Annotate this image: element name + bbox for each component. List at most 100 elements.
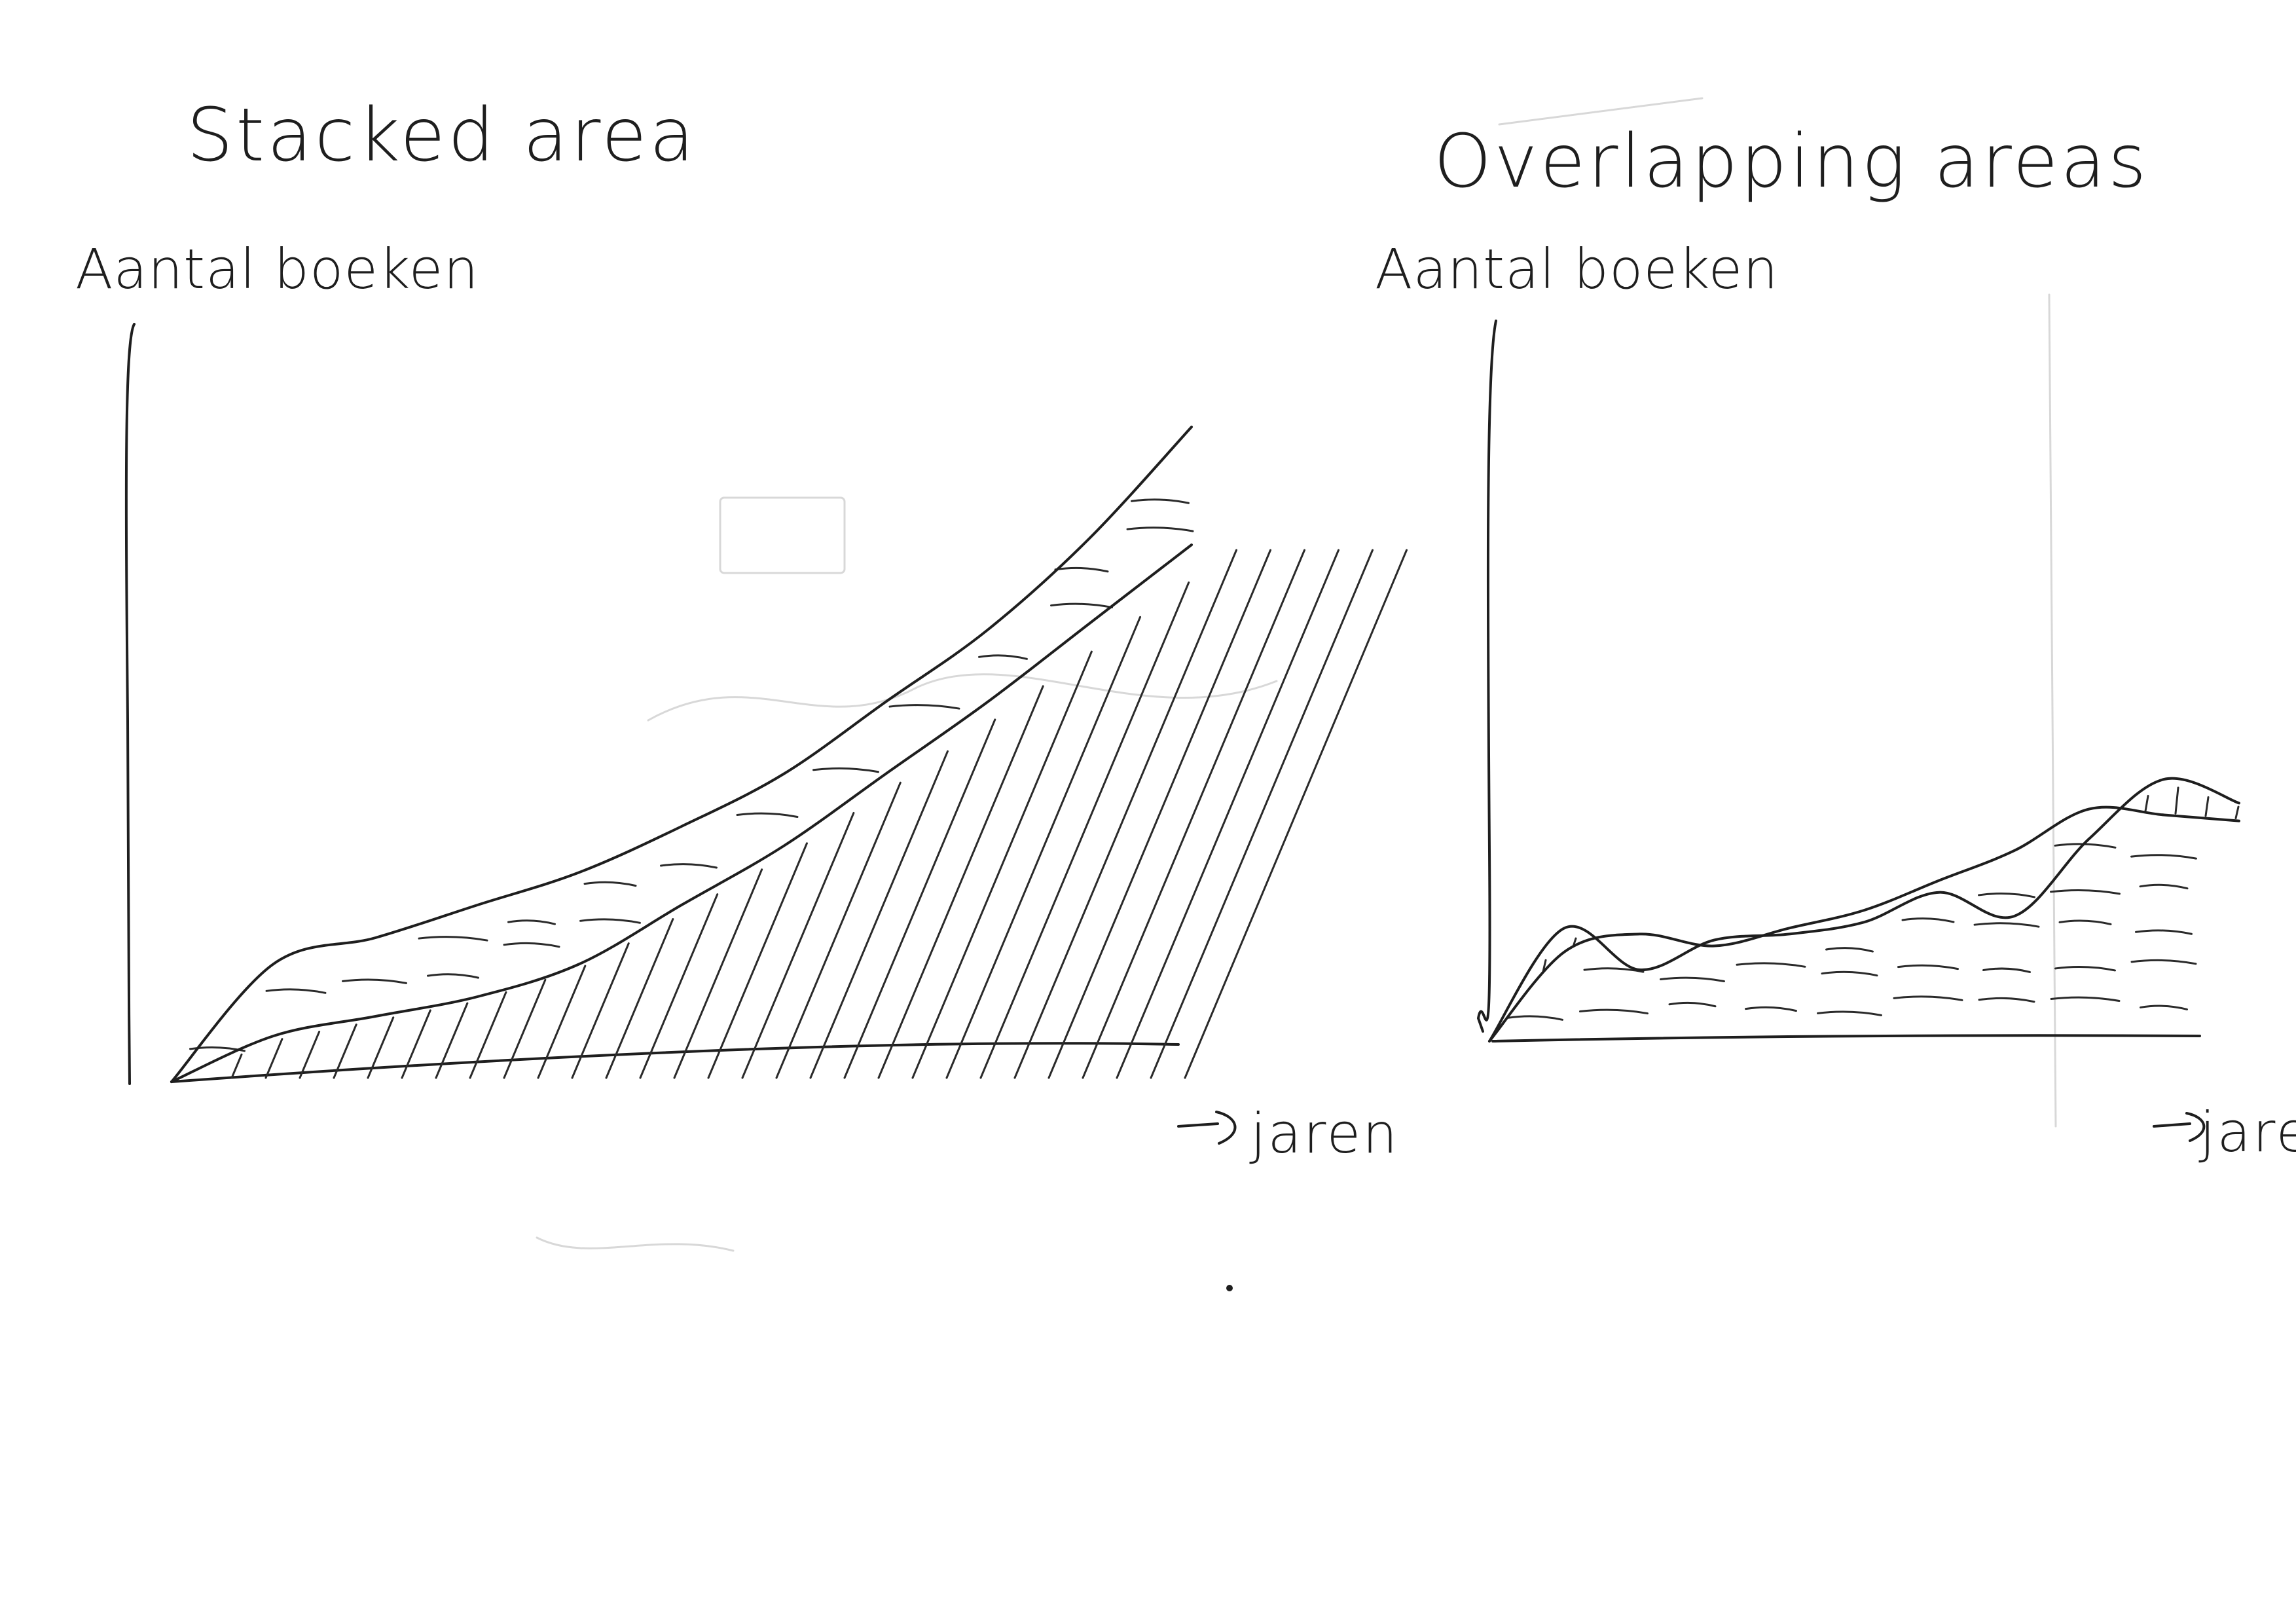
hatch-line (707, 842, 808, 1079)
hatch-line (1897, 964, 1959, 970)
hatch-line (435, 1002, 469, 1079)
chart-title: Overlapping areas (1434, 119, 2149, 204)
area-fill-hatching (189, 498, 1408, 1079)
hatch-line (877, 685, 1044, 1079)
hatch-line (401, 1009, 431, 1079)
hatch-line (1184, 549, 1408, 1079)
hatch-line (427, 973, 479, 979)
series-2-line (1488, 805, 2240, 1043)
hatch-line (2234, 805, 2240, 820)
hatch-line (2144, 794, 2149, 813)
hatch-line (2130, 854, 2197, 860)
hatch-line (1050, 602, 1113, 609)
series-1-line (1488, 777, 2240, 1043)
x-axis-label-group: jaren (1177, 1101, 1399, 1166)
hatch-line (1982, 967, 2031, 973)
hatch-line (2058, 919, 2112, 925)
hatch-line (2135, 929, 2193, 935)
hatch-line (503, 942, 560, 948)
hatch-line (888, 704, 960, 710)
hatch-line (1736, 962, 1806, 968)
series-1-line (170, 544, 1193, 1083)
hatch-line (1542, 959, 1547, 973)
x-axis-label: jaren (2198, 1100, 2296, 1164)
stacked-area-panel: Stacked area Aantal boeken jaren (75, 93, 1408, 1166)
x-axis (1491, 1034, 2201, 1043)
hatch-line (2050, 889, 2121, 895)
hatch-line (418, 936, 488, 942)
hatch-line (2139, 883, 2189, 890)
hatch-line (1082, 549, 1306, 1079)
arrow-icon (2153, 1112, 2206, 1142)
hatch-line (2050, 996, 2121, 1002)
hatch-line (1013, 549, 1238, 1079)
hatch-line (1817, 1010, 1882, 1016)
hatch-line (2054, 843, 2117, 849)
hatch-line (809, 750, 949, 1079)
hatch-line (741, 811, 855, 1079)
hatch-line (660, 863, 718, 869)
hatch-line (264, 1038, 283, 1079)
overlapping-areas-panel: Overlapping areas Aantal boeken jaren (1375, 119, 2296, 1164)
hatch-line (1668, 1001, 1717, 1008)
series-2-line (170, 426, 1193, 1083)
hatch-line (1150, 549, 1374, 1079)
hatch-line (299, 1031, 321, 1079)
hatch-line (507, 919, 556, 925)
hatch-line (1660, 976, 1725, 982)
hatch-line (265, 988, 327, 994)
hatch-line (230, 1053, 243, 1079)
hatch-line (2054, 966, 2116, 972)
arrow-icon (1177, 1111, 1237, 1145)
hatch-line (978, 654, 1028, 660)
hatch-line (843, 718, 996, 1079)
hatch-line (583, 881, 637, 887)
hatch-line (2130, 959, 2197, 965)
hatch-line (605, 918, 674, 1079)
hatch-line (469, 991, 507, 1079)
hatch-line (1131, 498, 1190, 504)
hatch-line (1978, 997, 2035, 1003)
hatch-line (1579, 1008, 1649, 1015)
hatch-line (1745, 1006, 1797, 1012)
x-axis (170, 1042, 1180, 1083)
hatch-line (1893, 995, 1963, 1001)
hatch-line (911, 650, 1093, 1079)
hatch-line (736, 812, 799, 819)
y-axis-label: Aantal boeken (1375, 237, 1779, 301)
hatch-line (2140, 1005, 2188, 1010)
hatch-line (503, 978, 547, 1079)
hatch-line (775, 781, 902, 1079)
area-outlines (170, 426, 1193, 1083)
area-fill-hatching (1507, 786, 2240, 1021)
y-axis-label: Aantal boeken (75, 237, 479, 301)
hatch-line (1821, 970, 1878, 977)
ghost-marks (536, 97, 2057, 1252)
chart-title: Stacked area (187, 93, 697, 178)
hatch-line (579, 918, 641, 924)
hatch-line (333, 1024, 357, 1079)
hatch-line (1507, 1015, 1563, 1021)
hatch-line (639, 893, 719, 1079)
pen-dot (1226, 1285, 1233, 1291)
hatch-line (1126, 526, 1194, 532)
hatch-line (571, 942, 630, 1079)
hatch-line (812, 767, 879, 773)
hatch-line (1048, 549, 1272, 1079)
area-outlines (1488, 777, 2240, 1043)
hatch-line (1973, 922, 2040, 928)
hatch-line (1978, 893, 2035, 898)
x-axis-label: jaren (1249, 1101, 1399, 1166)
x-axis-label-group: jaren (2153, 1100, 2296, 1164)
hatch-line (945, 616, 1142, 1079)
hatch-line (1825, 947, 1874, 953)
y-axis (1477, 320, 1497, 1033)
hatch-line (367, 1016, 395, 1079)
hatch-line (1901, 917, 1955, 923)
hatch-line (673, 868, 763, 1079)
y-axis (124, 323, 136, 1085)
hatch-line (342, 978, 407, 984)
hatch-line (537, 965, 587, 1079)
hatch-line (2204, 796, 2210, 817)
